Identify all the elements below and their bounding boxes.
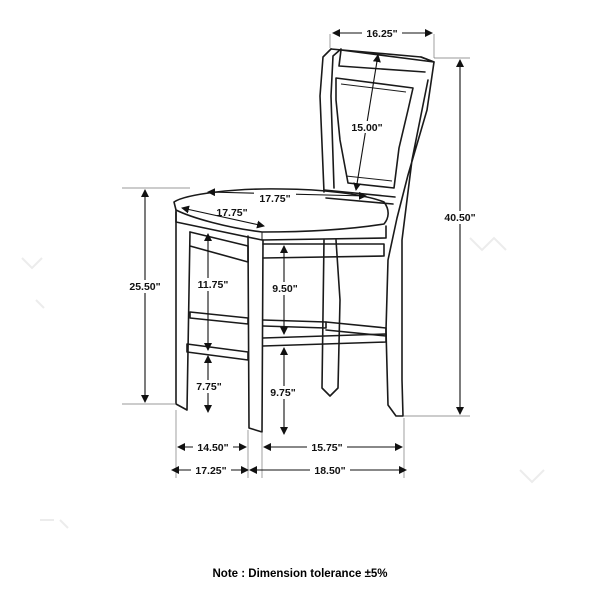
label-front-legs-inner: 14.50"	[197, 442, 228, 454]
label-overall-height: 40.50"	[444, 212, 475, 224]
lower-stretcher	[186, 343, 249, 361]
back-right-post	[385, 56, 435, 417]
label-side-depth: 18.50"	[314, 465, 345, 477]
dimension-lines	[141, 29, 464, 474]
back-left-post	[319, 48, 332, 193]
label-back-width: 16.25"	[366, 28, 397, 40]
label-seat-width: 17.75"	[259, 193, 290, 205]
label-seat-to-stretcher: 11.75"	[198, 279, 229, 291]
label-seat-height: 25.50"	[129, 281, 160, 293]
back-top-rail	[330, 48, 435, 63]
front-apron	[189, 231, 249, 263]
side-apron	[262, 243, 385, 259]
chair-illustration	[173, 48, 435, 433]
dimension-labels: 16.25" 15.00" 40.50" 17.75" 17.75" 25.50…	[126, 27, 479, 477]
label-front-width: 17.25"	[195, 465, 226, 477]
back-left-leg	[321, 239, 341, 397]
label-apron-to-stretcher: 9.50"	[272, 283, 297, 295]
front-left-leg	[175, 211, 191, 411]
back-panel	[335, 77, 414, 189]
watermark	[21, 236, 545, 529]
dim-seat-depth-line	[181, 205, 265, 229]
label-back-panel-height: 15.00"	[351, 122, 382, 134]
tolerance-note: Note : Dimension tolerance ±5%	[212, 568, 387, 580]
label-side-legs-inner: 15.75"	[311, 442, 342, 454]
upper-stretcher	[189, 311, 249, 325]
front-right-leg	[247, 235, 264, 433]
label-stretcher-to-floor: 7.75"	[196, 381, 221, 393]
extension-lines	[122, 34, 470, 478]
label-lower-stretcher-to-floor: 9.75"	[270, 387, 295, 399]
label-seat-depth: 17.75"	[216, 207, 247, 219]
